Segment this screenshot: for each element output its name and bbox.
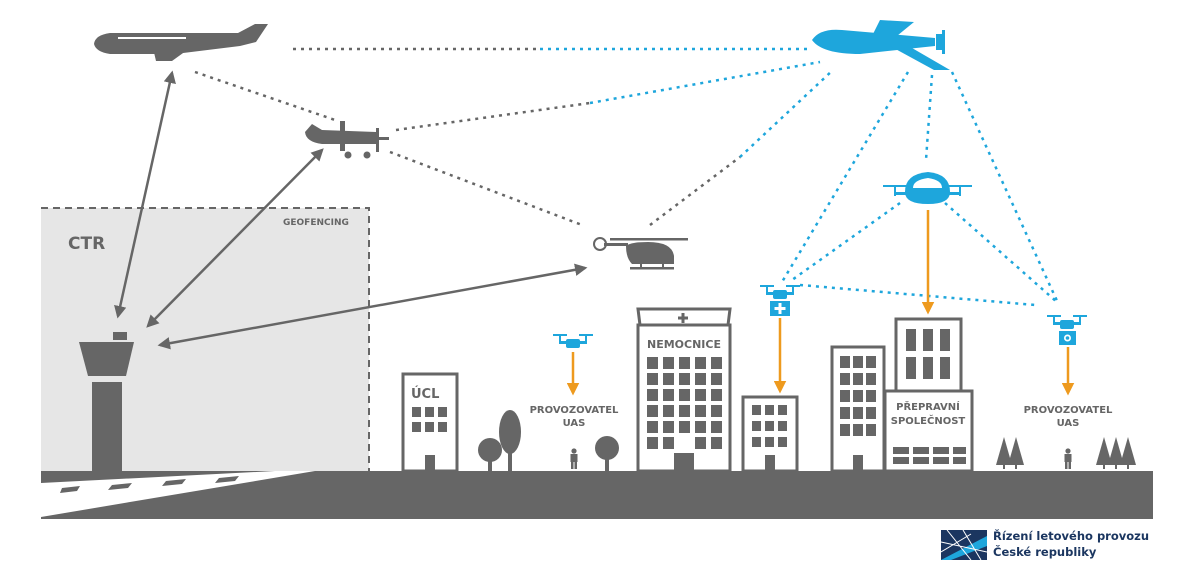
control-tower-icon — [79, 332, 134, 471]
runway — [41, 471, 315, 517]
transport-label-line2: SPOLEČNOST — [891, 414, 966, 427]
operator-right-label-line1: PROVOZOVATEL — [1024, 405, 1113, 416]
logo-text: Řízení letového provozu České republiky — [993, 528, 1149, 560]
operator-left-label-line1: PROVOZOVATEL — [530, 405, 619, 416]
airliner-icon — [94, 24, 268, 61]
large-uav-icon — [812, 20, 950, 70]
air-taxi-icon — [883, 172, 972, 204]
atc-links — [114, 70, 588, 350]
ucl-building: ÚCL — [401, 372, 459, 473]
person-icon — [570, 448, 578, 469]
ansp-logo: Řízení letového provozu České republiky — [941, 528, 1171, 564]
drone-icon — [553, 334, 593, 348]
logo-line-2: České republiky — [993, 545, 1097, 559]
tree-icon — [478, 410, 619, 471]
operator-right-label-line2: UAS — [1057, 418, 1080, 429]
camera-drone-icon — [1047, 315, 1087, 345]
tall-building — [830, 345, 886, 473]
unmanned-links — [540, 47, 1060, 307]
delivery-arrows — [566, 210, 1075, 396]
transport-label-line1: PŘEPRAVNÍ — [896, 400, 960, 413]
small-plane-icon — [305, 121, 389, 159]
ctr-label: CTR — [68, 234, 105, 254]
manned-links — [194, 47, 741, 227]
hospital-building: NEMOCNICE — [636, 307, 732, 473]
ucl-label: ÚCL — [411, 386, 439, 402]
runway-markings — [60, 476, 239, 493]
logo-mark-icon — [941, 530, 987, 560]
geofencing-label: GEOFENCING — [283, 218, 349, 228]
logo-line-1: Řízení letového provozu — [993, 529, 1150, 543]
helicopter-icon — [593, 237, 688, 270]
small-building — [741, 395, 799, 473]
person-icon — [1064, 448, 1072, 469]
transport-company-building: PŘEPRAVNÍ SPOLEČNOST — [883, 317, 974, 473]
operator-left-label-line2: UAS — [563, 418, 586, 429]
hospital-drone-icon — [760, 285, 800, 316]
nemocnice-label: NEMOCNICE — [647, 338, 721, 351]
